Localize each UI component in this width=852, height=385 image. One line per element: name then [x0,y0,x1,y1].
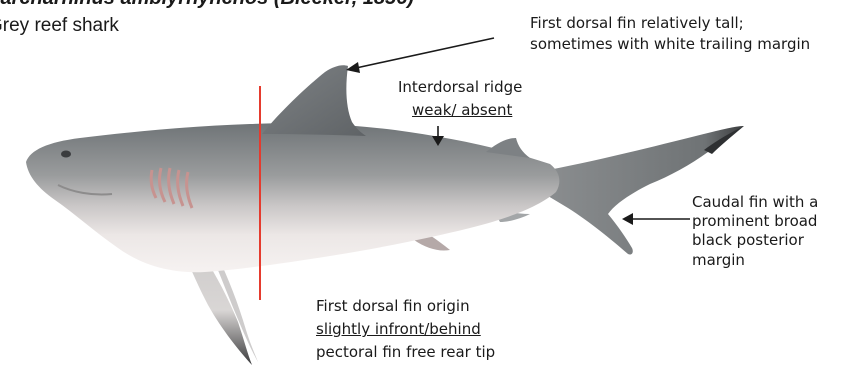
interdorsal-note-line2: weak/ absent [412,101,512,120]
dorsal-origin-note-line2: slightly infront/behind [316,320,481,339]
caudal-note-line4: margin [692,251,745,270]
first-dorsal-fin [262,65,366,136]
arrow-first-dorsal-head [346,62,360,73]
caudal-note-line3: black posterior [692,231,804,250]
first-dorsal-note-line1: First dorsal fin relatively tall; [530,14,744,33]
dorsal-origin-note-line1: First dorsal fin origin [316,297,470,316]
arrow-first-dorsal [356,38,494,68]
shark-body [26,123,559,272]
dorsal-origin-note-line3: pectoral fin free rear tip [316,343,495,362]
arrow-caudal-head [622,213,633,225]
shark-eye [61,151,71,158]
first-dorsal-note-line2: sometimes with white trailing margin [530,35,810,54]
caudal-note-line2: prominent broad [692,212,817,231]
interdorsal-note-line1: Interdorsal ridge [398,78,522,97]
caudal-note-line1: Caudal fin with a [692,193,818,212]
